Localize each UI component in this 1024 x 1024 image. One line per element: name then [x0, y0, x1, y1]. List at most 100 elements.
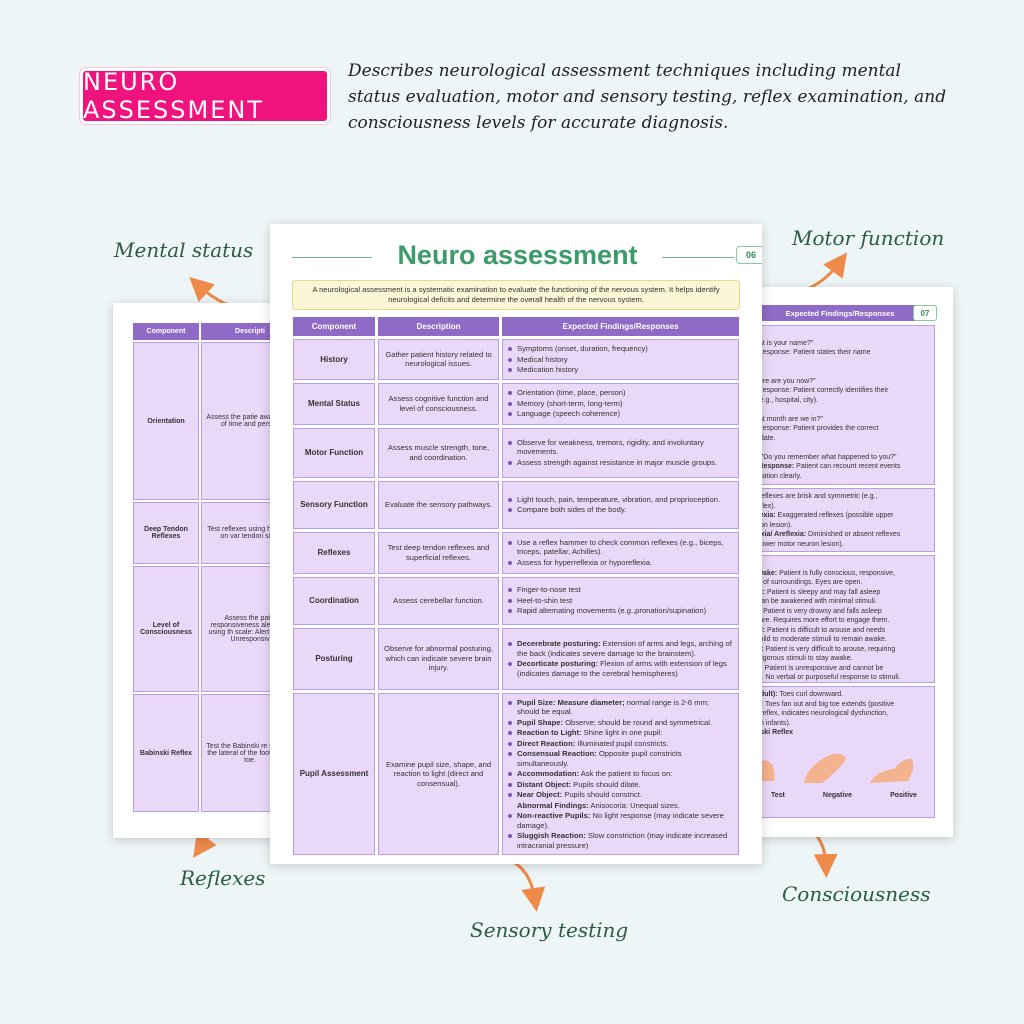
list-item: Memory (short-term, long-term) [508, 399, 733, 409]
right-box-reflexes: al: Reflexes are brisk and symmetric (e.… [745, 488, 935, 552]
text-line-body: ted mild to moderate stimuli to remain a… [746, 636, 887, 643]
text-line [746, 367, 930, 377]
right-page-number: 07 [913, 305, 937, 321]
text-line-body: "Where are you now?" [746, 377, 816, 385]
cell-findings: Light touch, pain, temperature, vibratio… [502, 480, 739, 529]
text-line-body: ened. No verbal or purposeful response t… [746, 674, 901, 681]
text-line: en care. Requires more effort to engage … [746, 616, 930, 626]
foot-positive-icon [870, 758, 914, 783]
findings-list: Use a reflex hammer to check common refl… [508, 538, 733, 568]
callout-consciousness: Consciousness [782, 882, 931, 906]
cell-findings: Use a reflex hammer to check common refl… [502, 531, 739, 574]
text-line-body: Diminished or absent reflexes [806, 531, 901, 538]
title-divider-right [662, 257, 734, 258]
text-line: nded: Patient is difficult to arouse and… [746, 626, 930, 636]
foot-label-positive: Positive [890, 792, 917, 799]
page-number: 06 [736, 246, 762, 264]
list-item-label: Near Object: [517, 790, 563, 799]
right-box-orientation: n:"What is your name?" ted Response: Pati… [745, 325, 935, 485]
text-line: al (adult): Toes curl downward. [746, 690, 930, 700]
list-item-text: Observe; should be round and symmetrical… [563, 717, 712, 727]
list-item: Assess for hyperreflexia or hyporeflexia… [508, 558, 733, 568]
header-description: Describes neurological assessment techni… [348, 61, 947, 133]
list-item-text: Anisocoria: Unequal sizes. [588, 800, 680, 810]
text-line: ted Response: Patient provides the corre… [746, 424, 930, 434]
cell-description: Gather patient history related to neurol… [378, 339, 499, 380]
text-line-body: ible lower motor neuron lesion). [746, 540, 844, 548]
list-item-label: Abnormal Findings: [517, 800, 589, 810]
text-line: reflexia/ Areflexia: Diminished or absen… [746, 530, 930, 540]
title-badge: NEURO ASSESSMENT [80, 68, 330, 124]
cell-description: Observe for abnormal posturing, which ca… [378, 627, 499, 690]
list-item: Light touch, pain, temperature, vibratio… [508, 495, 733, 505]
text-line: rous: Patient is very difficult to arous… [746, 645, 930, 655]
text-line-body: neuron lesion). [746, 521, 793, 529]
list-item-text: Pupils should dilate. [571, 779, 641, 789]
text-line-body: but can be awakened with minimal stimuli… [746, 598, 877, 605]
left-th-component: Component [133, 323, 199, 340]
list-item-label: Decerebrate posturing: [517, 639, 601, 648]
text-line: ted Response: Patient correctly identifi… [746, 386, 930, 396]
text-line-body: "Do you remember what happened to you?" [758, 453, 897, 461]
cell-description: Examine pupil size, shape, and reaction … [378, 692, 499, 855]
list-item: Rapid alternating movements (e.g.,pronat… [508, 606, 733, 616]
findings-list: Pupil Size: Measure diameter; normal ran… [508, 698, 733, 851]
text-line: olent: Patient is sleepy and may fall as… [746, 588, 930, 598]
list-item: Abnormal Findings: Anisocoria: Unequal s… [508, 801, 733, 811]
list-item-label: Reaction to Light: [517, 728, 582, 737]
list-item: Consensual Reaction: Opposite pupil cons… [508, 749, 733, 768]
text-line: ted vigorous stimuli to stay awake. [746, 654, 930, 664]
left-cell-description: Test the Babinski re stroking the latera… [201, 694, 283, 812]
callout-sensory-testing: Sensory testing [470, 918, 629, 942]
list-item-text: Shine light in one pupil: [581, 728, 663, 737]
cell-component: Coordination [293, 576, 375, 625]
foot-negative-icon [804, 753, 846, 783]
text-line: ion (e.g., hospital, city). [746, 396, 930, 406]
text-line-body: Patient is very drowsy and falls asleep [761, 607, 882, 615]
cell-findings: Symptoms (onset, duration, frequency)Med… [502, 339, 739, 380]
text-line-body: ted Response: Patient correctly identifi… [746, 387, 889, 394]
left-cell-component: Deep Tendon Reflexes [133, 502, 199, 564]
text-line: n: [746, 329, 930, 339]
text-line-body: "What is your name?" [746, 339, 814, 347]
text-line-body: ted vigorous stimuli to stay awake. [746, 655, 853, 662]
text-line-body: ted Response: Patient states their name [746, 349, 871, 356]
text-line-body: nski reflex, indicates neurological dysf… [746, 710, 889, 717]
findings-list: Decerebrate posturing: Extension of arms… [508, 639, 733, 678]
page-title: Neuro assessment [397, 240, 638, 270]
list-item: Symptoms (onset, duration, frequency) [508, 344, 733, 354]
text-line-body: ware of surroundings. Eyes are open. [746, 579, 863, 586]
list-item: Compare both sides of the body. [508, 505, 733, 515]
list-item-label: Pupil Size: Measure diameter; [517, 697, 625, 707]
callout-reflexes: Reflexes [180, 866, 266, 890]
list-item: Orientation (time, place, person) [508, 388, 733, 398]
text-line-body: Patient is unresponsive and cannot be [762, 664, 884, 672]
cell-findings: Orientation (time, place, person)Memory … [502, 382, 739, 425]
assessment-table: Component Description Expected Findings/… [290, 314, 742, 858]
page-preview-right: Expected Findings/Responses 07 n:"What i… [745, 287, 953, 837]
text-line: ened. No verbal or purposeful response t… [746, 673, 930, 682]
page-preview-main: Neuro assessment 06 A neurological asses… [270, 224, 762, 864]
cell-description: Assess muscle strength, tone, and coordi… [378, 427, 499, 478]
cell-description: Test deep tendon reflexes and superficia… [378, 531, 499, 574]
text-line-body: ally in infants). [746, 719, 791, 727]
text-line: ted Response: Patient states their name [746, 348, 930, 358]
list-item-text: Extension of arms and legs, arching of t… [517, 639, 732, 658]
text-line: "What is your name?" [746, 339, 930, 349]
th-component: Component [293, 317, 375, 336]
list-item-text: Slow constriction (may indicate increase… [517, 831, 728, 850]
text-line-body: Toes curl downward. [777, 691, 844, 698]
list-item: Pupil Shape: Observe; should be round an… [508, 718, 733, 728]
text-line: ately. [746, 358, 930, 368]
list-item-label: Pupil Shape: [517, 717, 563, 727]
right-babinski-text: al (adult): Toes curl downward.rmal: Toe… [746, 690, 930, 738]
right-table-header: Expected Findings/Responses [745, 305, 935, 321]
